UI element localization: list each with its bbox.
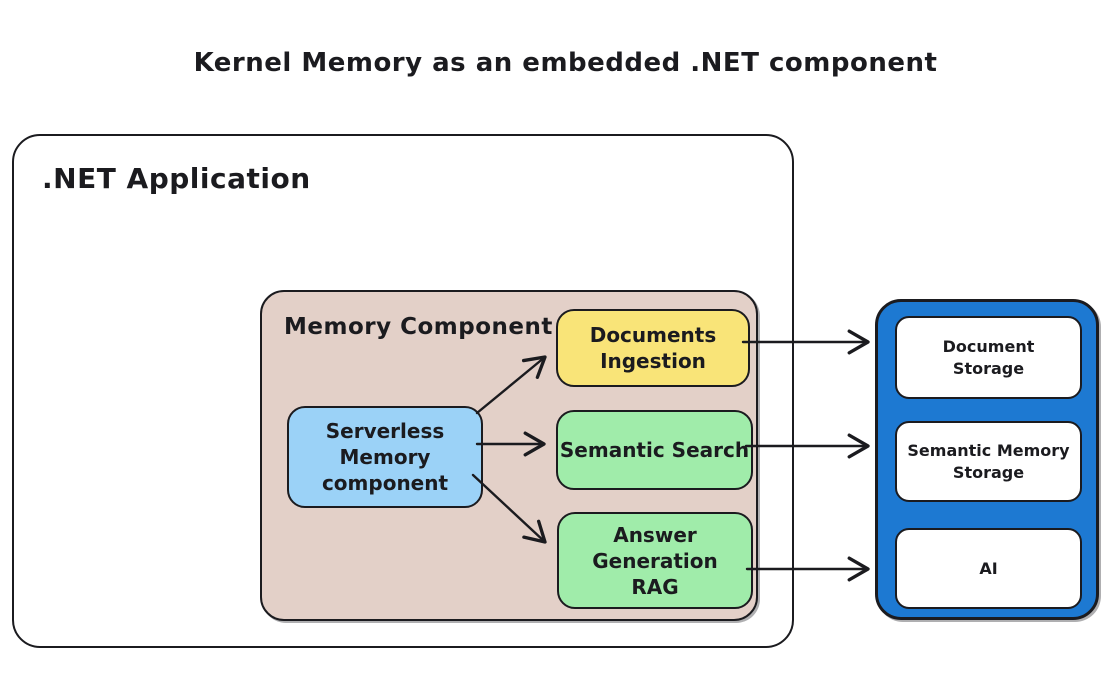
diagram-title: Kernel Memory as an embedded .NET compon…: [193, 48, 938, 78]
node-serverless-memory-component: Serverless Memory component: [287, 406, 483, 508]
memory-component-label: Memory Component: [284, 314, 553, 340]
node-ai: AI: [895, 528, 1082, 609]
node-semantic-search: Semantic Search: [556, 410, 753, 490]
memory-component-container: Memory Component Serverless Memory compo…: [260, 290, 758, 621]
node-semantic-memory-storage: Semantic Memory Storage: [895, 421, 1082, 502]
external-services-panel: Document Storage Semantic Memory Storage…: [875, 299, 1099, 620]
node-documents-ingestion: Documents Ingestion: [556, 309, 750, 387]
node-document-storage: Document Storage: [895, 316, 1082, 399]
dotnet-application-label: .NET Application: [42, 162, 311, 195]
node-answer-generation-rag: Answer Generation RAG: [557, 512, 753, 609]
dotnet-application-container: .NET Application Memory Component Server…: [12, 134, 794, 648]
